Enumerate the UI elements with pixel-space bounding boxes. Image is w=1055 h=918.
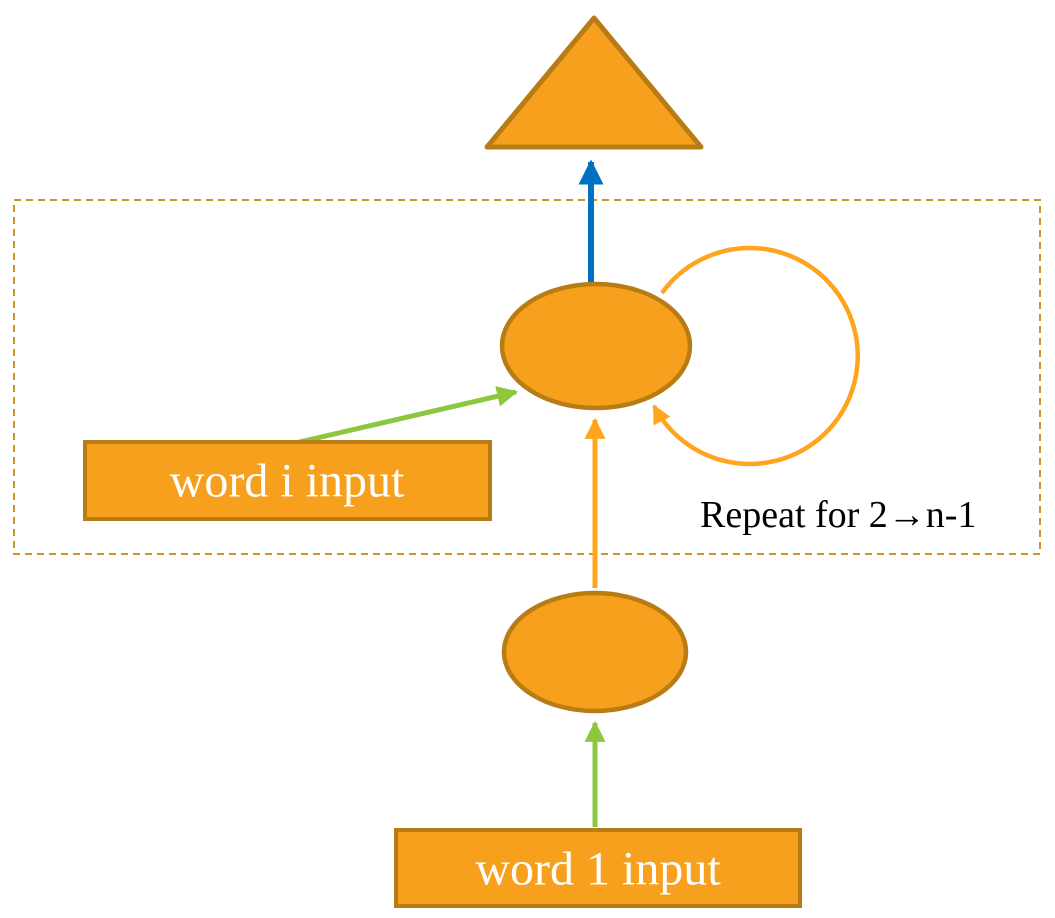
word-i-input-arrow bbox=[290, 386, 519, 447]
word-1-input-box bbox=[394, 828, 802, 908]
hidden-state-node bbox=[499, 281, 693, 411]
repeat-note-label: Repeat for 2→n-1 bbox=[700, 494, 976, 536]
word-i-input-box bbox=[83, 440, 492, 521]
word-1-input-label: word 1 input bbox=[475, 843, 721, 896]
initial-hidden-state-node bbox=[501, 590, 689, 714]
word-i-input-label: word i input bbox=[170, 455, 405, 508]
output-triangle bbox=[484, 15, 704, 150]
repeat-region-border bbox=[13, 199, 1041, 555]
recurrent-self-loop-arrow bbox=[652, 245, 860, 467]
